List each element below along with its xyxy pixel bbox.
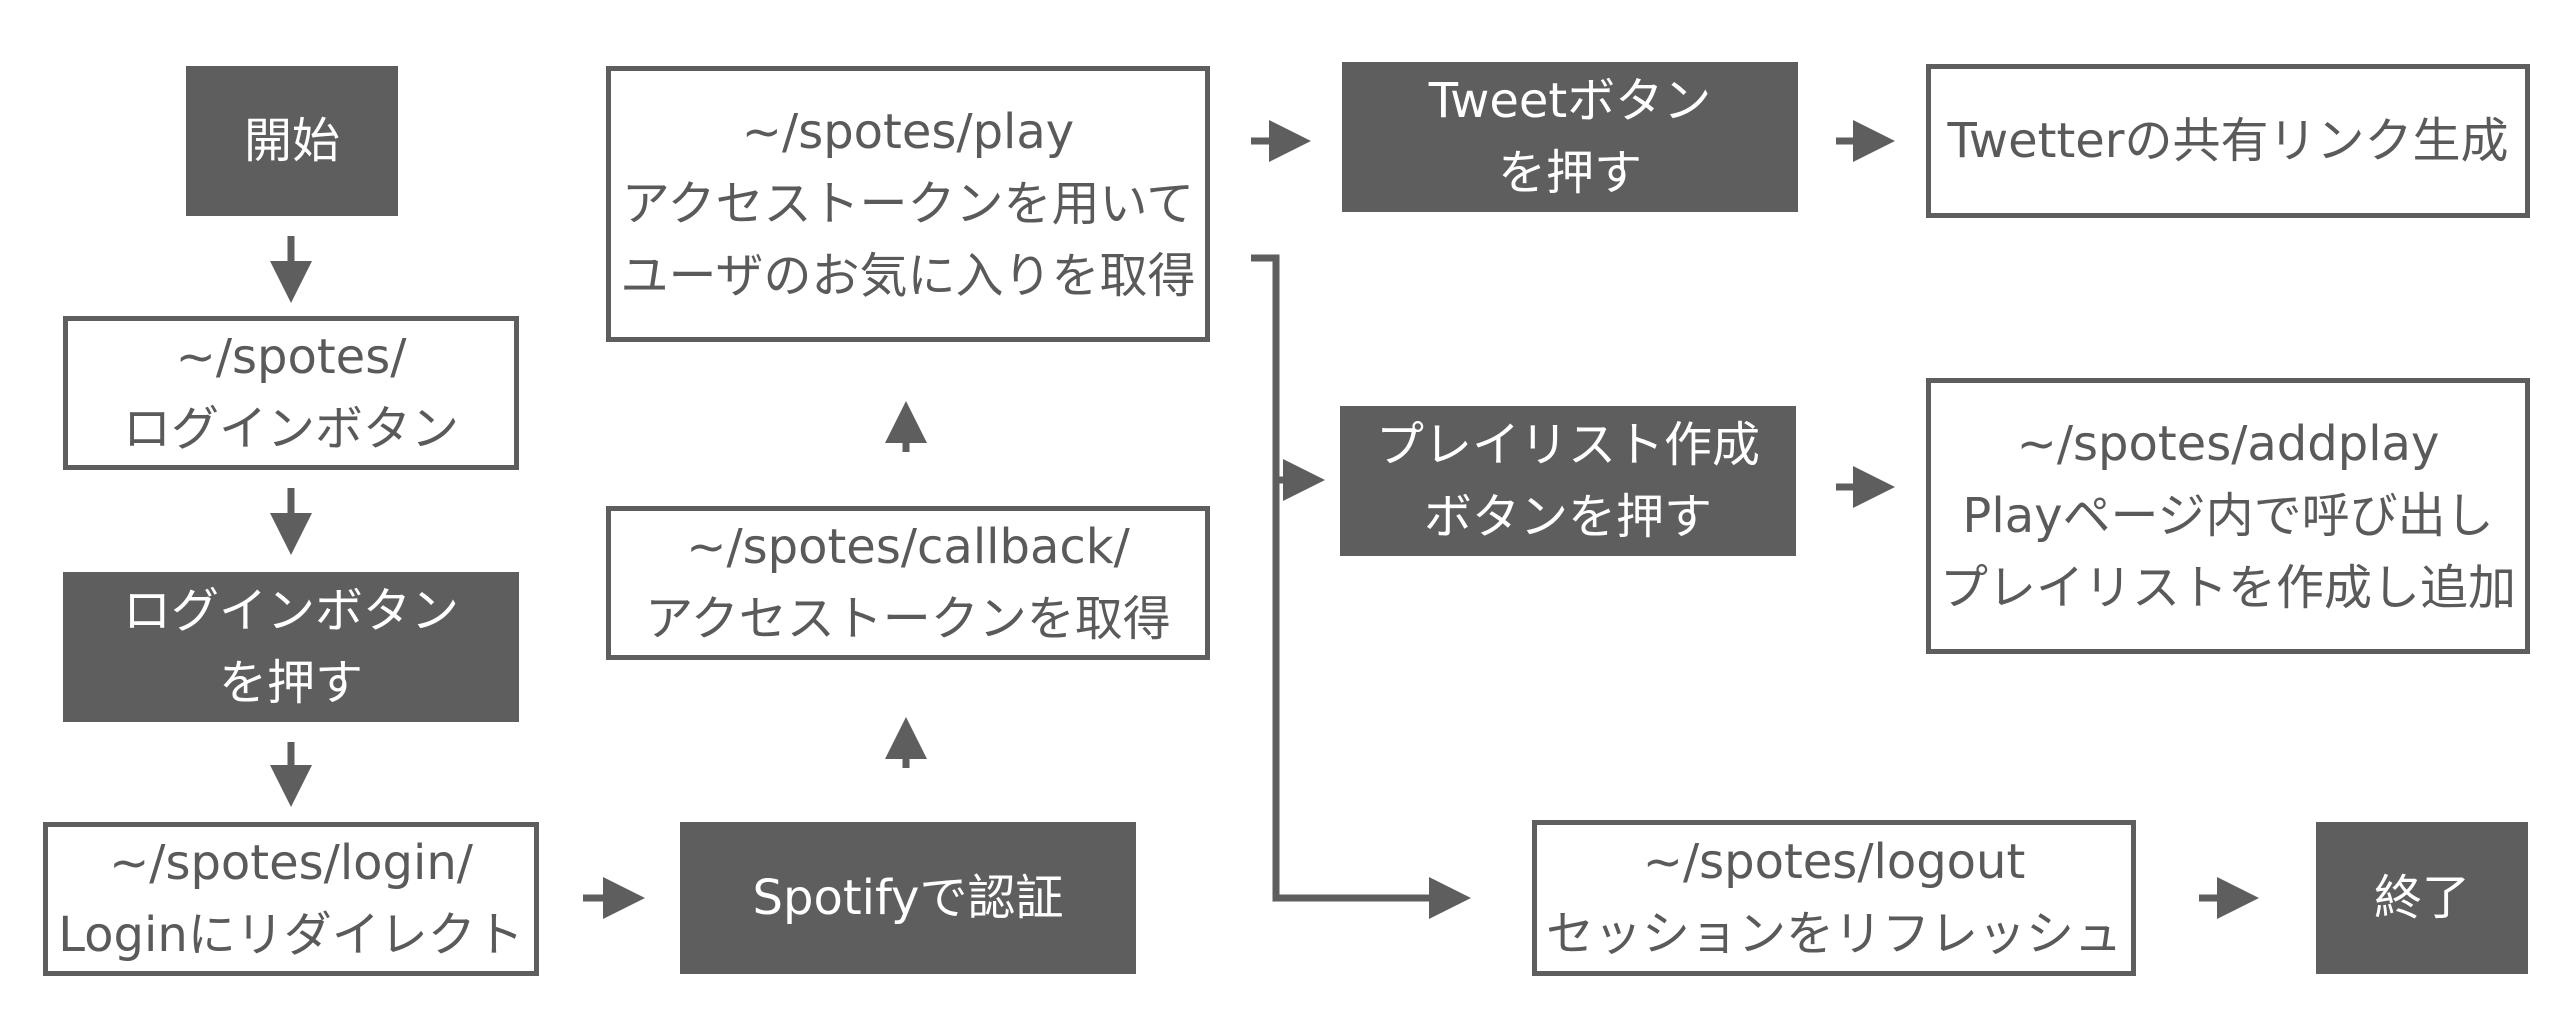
node-end: 終了 (2316, 822, 2528, 974)
node-playlist-button-line-2: ボタンを押す (1423, 489, 1712, 545)
node-spotify-auth-text: Spotifyで認証 (752, 870, 1064, 926)
node-playlist-button-line-1: プレイリスト作成 (1375, 417, 1760, 473)
node-play-line-3: ユーザのお気に入りを取得 (620, 248, 1196, 304)
node-press-login-button-line-1: ログインボタン (122, 583, 459, 639)
node-press-login-button-line-2: を押す (218, 655, 363, 711)
node-play-line-1: ~/spotes/play (741, 104, 1075, 160)
node-play-line-2: アクセストークンを用いて (621, 176, 1195, 232)
node-tweet-button: Tweetボタン を押す (1342, 62, 1798, 212)
node-logout: ~/spotes/logout セッションをリフレッシュ (1532, 820, 2136, 976)
node-twitter-share: Twetterの共有リンク生成 (1926, 64, 2530, 218)
node-addplay-line-3: プレイリストを作成し追加 (1939, 560, 2516, 616)
branch-line-from-play (1251, 254, 1471, 919)
node-playlist-button: プレイリスト作成 ボタンを押す (1340, 406, 1796, 556)
node-login-redirect-line-2: Loginにリダイレクト (58, 907, 524, 963)
node-callback-line-1: ~/spotes/callback/ (686, 519, 1130, 575)
node-spotify-auth: Spotifyで認証 (680, 822, 1136, 974)
node-logout-line-1: ~/spotes/logout (1642, 834, 2026, 890)
node-root-login-button: ~/spotes/ ログインボタン (63, 316, 519, 470)
node-logout-line-2: セッションをリフレッシュ (1545, 906, 2122, 962)
node-login-redirect-line-1: ~/spotes/login/ (109, 835, 473, 891)
node-start-text: 開始 (243, 113, 340, 169)
node-root-login-button-line-2: ログインボタン (122, 401, 459, 457)
node-callback: ~/spotes/callback/ アクセストークンを取得 (606, 506, 1210, 660)
node-addplay: ~/spotes/addplay Playページ内で呼び出し プレイリストを作成… (1926, 378, 2530, 654)
node-play: ~/spotes/play アクセストークンを用いて ユーザのお気に入りを取得 (606, 66, 1210, 342)
node-callback-line-2: アクセストークンを取得 (645, 591, 1171, 647)
node-root-login-button-line-1: ~/spotes/ (175, 329, 407, 385)
node-tweet-button-line-1: Tweetボタン (1428, 73, 1712, 129)
node-addplay-line-2: Playページ内で呼び出し (1962, 488, 2494, 544)
node-press-login-button: ログインボタン を押す (63, 572, 519, 722)
node-start: 開始 (186, 66, 398, 216)
node-twitter-share-text: Twetterの共有リンク生成 (1947, 113, 2509, 169)
node-end-text: 終了 (2373, 870, 2470, 926)
node-tweet-button-line-2: を押す (1497, 145, 1642, 201)
node-login-redirect: ~/spotes/login/ Loginにリダイレクト (43, 822, 539, 976)
node-addplay-line-1: ~/spotes/addplay (2016, 416, 2440, 472)
